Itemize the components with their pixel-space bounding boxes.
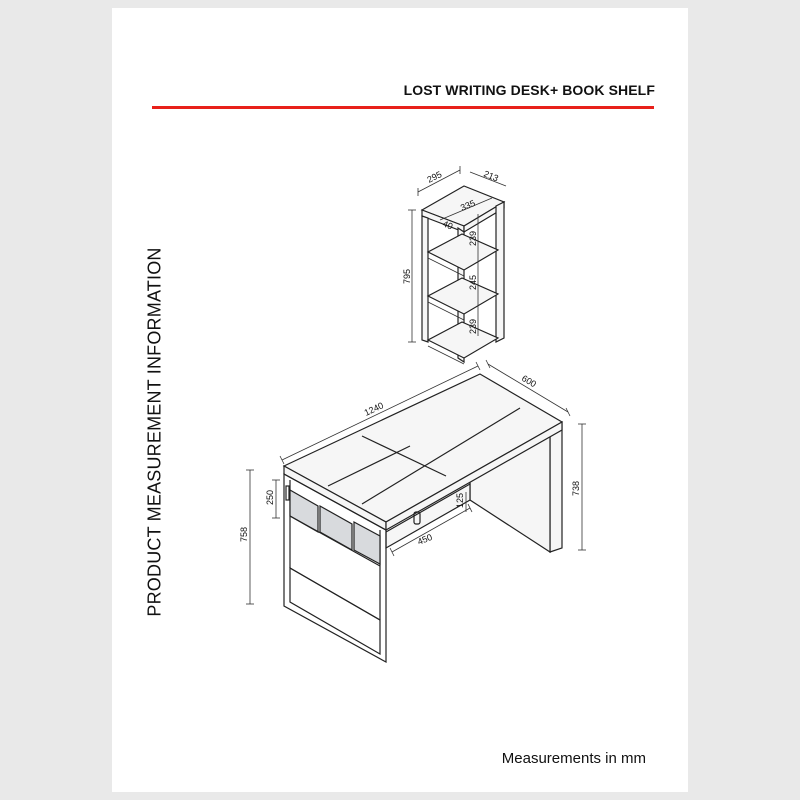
dim-desk-738: 738 [571,481,581,496]
writing-desk [282,373,564,664]
dim-desk-250: 250 [265,490,275,505]
drawing-sheet [112,8,688,792]
desk-door-1 [289,488,319,534]
dim-desk-125: 125 [455,493,465,508]
shelf-board-2 [426,277,500,315]
measurement-unit-note: Measurements in mm [501,750,646,767]
dim-desk-600: 600 [520,373,538,389]
dim-shelf-295: 295 [425,169,443,185]
shelf-front-post [421,215,429,343]
dim-desk-1240: 1240 [363,400,385,418]
desk-top-side-edge [385,420,563,532]
dim-shelf-239-top: 239 [468,231,478,246]
dim-desk-758: 758 [239,527,249,542]
desk-left-frame [283,472,387,664]
dim-shelf-213: 213 [482,169,500,184]
shelf-board-3 [426,321,500,359]
shelf-board-1 [426,233,500,271]
desk-dimensions: 1240 600 738 758 250 125 450 [239,359,586,605]
desk-door-2 [319,504,353,552]
desk-right-leg-edge [549,423,563,553]
dim-shelf-245: 245 [468,275,478,290]
dim-desk-450: 450 [416,532,434,547]
drawer-handle-icon [413,511,421,525]
title-underline [152,106,654,109]
page-title: LOST WRITING DESK+ BOOK SHELF [403,82,655,98]
dim-shelf-795: 795 [402,269,412,284]
book-shelf [420,185,506,365]
shelf-back-panel [495,201,505,343]
desk-door-3 [353,520,381,566]
dim-shelf-239-bottom: 239 [468,319,478,334]
dim-shelf-40: 40 [441,219,454,232]
